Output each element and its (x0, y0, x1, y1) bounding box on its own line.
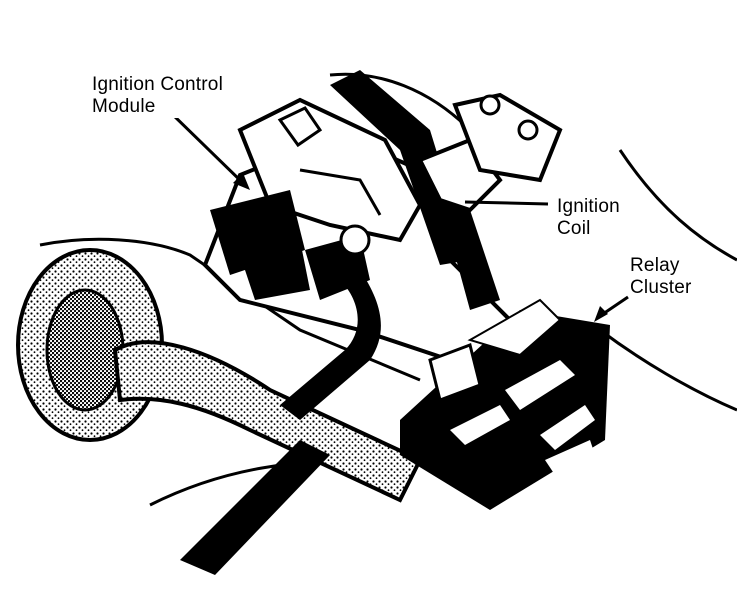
module-leader-line (168, 110, 247, 187)
label-ignition-control-module-line1: Ignition Control (92, 74, 223, 95)
upper-right-bracket (452, 92, 563, 183)
module-arrowhead (233, 173, 250, 190)
label-relay-cluster-line2: Cluster (630, 277, 692, 298)
lower-hose (112, 340, 423, 575)
relay-cluster (400, 298, 610, 510)
label-relay-cluster-line1: Relay (630, 255, 680, 276)
label-relay-cluster: Relay Cluster (630, 255, 692, 299)
relay-arrowhead (594, 306, 608, 322)
coil-leader-line (464, 200, 549, 206)
label-ignition-control-module: Ignition Control Module (92, 74, 223, 118)
label-ignition-coil-line1: Ignition (557, 196, 620, 217)
label-ignition-coil: Ignition Coil (557, 196, 620, 240)
label-ignition-control-module-line2: Module (92, 96, 156, 117)
leader-arrowheads (233, 173, 608, 322)
label-ignition-coil-line2: Coil (557, 218, 591, 239)
